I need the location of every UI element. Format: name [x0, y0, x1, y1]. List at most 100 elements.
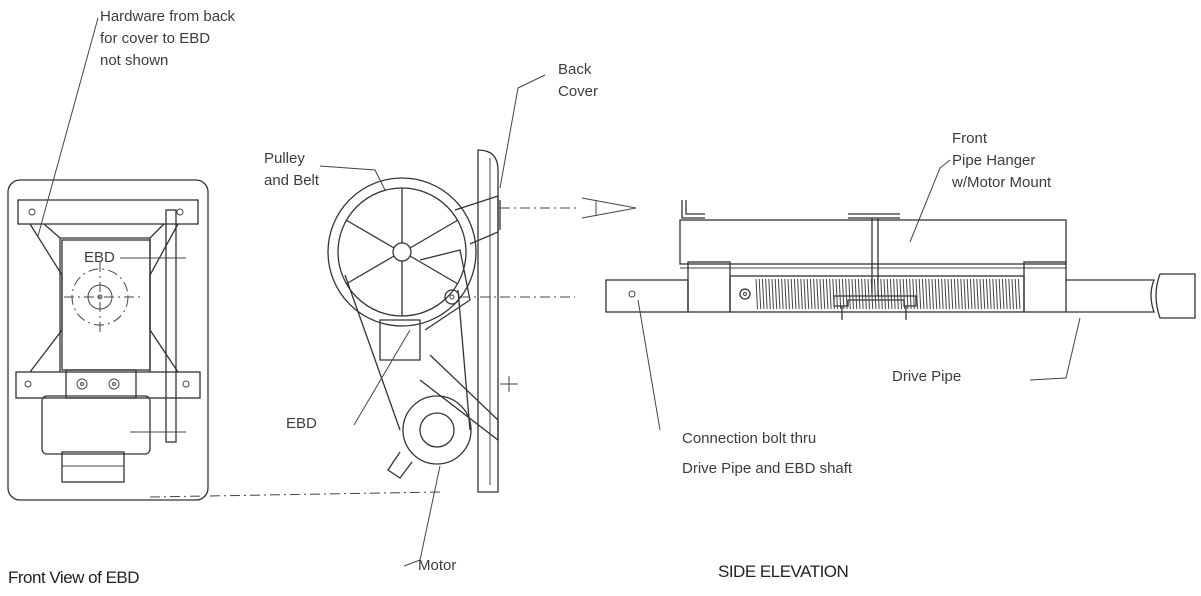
- spring-coil: [921, 278, 925, 310]
- front-hanger-label: Front Pipe Hanger w/Motor Mount: [952, 128, 1051, 194]
- spring-coil: [1005, 278, 1008, 310]
- spring-coil: [912, 278, 915, 310]
- pipe-hanger-plate: [679, 219, 1067, 265]
- side-elevation-drawing: [605, 159, 1196, 431]
- mechanism-side-drawing: [319, 74, 637, 567]
- spring-coil: [1011, 278, 1014, 310]
- spring-coil: [998, 278, 1002, 310]
- spring-coil: [889, 278, 893, 310]
- spring-coil: [905, 278, 909, 310]
- pulley-belt-line-2: and Belt: [264, 172, 320, 189]
- spring-coil: [864, 278, 867, 310]
- hardware-note: Hardware from back for cover to EBD not …: [100, 6, 235, 72]
- drive-pipe: [1066, 279, 1155, 313]
- spring-coil: [1008, 278, 1011, 310]
- spring-coil: [797, 278, 800, 310]
- spring-coil: [854, 278, 858, 310]
- spring-coil: [883, 278, 886, 310]
- i-beam: [848, 213, 900, 296]
- spring-coil: [918, 278, 922, 310]
- spring-coil: [755, 278, 758, 310]
- spring-coil: [989, 278, 992, 310]
- spring-coil: [761, 278, 765, 310]
- spring-coil: [790, 278, 794, 310]
- spring-coil: [851, 278, 854, 310]
- spring-coil: [873, 278, 877, 310]
- spring-coil: [813, 278, 816, 310]
- spring-coil: [957, 278, 960, 310]
- front-view-drawing: [7, 17, 209, 501]
- spring-coil: [979, 278, 982, 310]
- spring-coil: [800, 278, 803, 310]
- spring-coil: [969, 278, 973, 310]
- spring-coil: [845, 278, 848, 310]
- side-motor: [402, 395, 472, 465]
- spring-coil: [819, 278, 822, 310]
- spring-coil: [835, 278, 838, 310]
- spring-coil: [841, 278, 845, 310]
- back-cover-label: Back Cover: [558, 59, 598, 103]
- spring-coil: [867, 278, 870, 310]
- front-motor: [41, 395, 151, 455]
- pulley-belt-label: Pulley and Belt: [264, 148, 319, 192]
- spring-coil: [934, 278, 938, 310]
- spring-coil: [774, 278, 778, 310]
- pulley-belt-line-1: Pulley: [264, 150, 305, 167]
- connection-bolt-label: Connection bolt thru Drive Pipe and EBD …: [682, 424, 852, 484]
- spring-coil: [953, 278, 957, 310]
- spring-coil: [822, 278, 826, 310]
- spring-coil: [950, 278, 954, 310]
- front-hanger-line-2: Pipe Hanger: [952, 152, 1036, 169]
- spring-coil: [793, 278, 797, 310]
- top-bracket: [17, 199, 199, 225]
- front-hanger-line-3: w/Motor Mount: [952, 174, 1052, 191]
- spring-coil: [925, 278, 928, 310]
- ebd-side-label: EBD: [286, 415, 317, 432]
- spring-coil: [915, 278, 918, 310]
- spring-coil: [880, 278, 883, 310]
- spring-coil: [829, 278, 832, 310]
- side-elevation-title: SIDE ELEVATION: [718, 562, 849, 581]
- spring-coil: [777, 278, 781, 310]
- spring-coil: [1001, 278, 1005, 310]
- spring-coil: [944, 278, 947, 310]
- ebd-front-label: EBD: [84, 249, 115, 266]
- spring-coil: [941, 278, 944, 310]
- spring-coil: [816, 278, 819, 310]
- spring-coil: [848, 278, 851, 310]
- spring-coil: [963, 278, 966, 310]
- hardware-note-line-2: for cover to EBD: [100, 30, 211, 47]
- spring-coil: [966, 278, 970, 310]
- spring-coil: [928, 278, 931, 310]
- spring-coil: [973, 278, 976, 310]
- motor-foot: [61, 451, 125, 483]
- spring-coil: [909, 278, 912, 310]
- spring-coil: [995, 278, 998, 310]
- front-hanger-line-1: Front: [952, 130, 988, 147]
- ebd-shaft-stub: [605, 279, 689, 313]
- spring-coil: [985, 278, 989, 310]
- hardware-note-line-3: not shown: [100, 52, 169, 69]
- front-plate: [7, 179, 209, 501]
- spring-coil: [803, 278, 806, 310]
- connection-bolt-line-2: Drive Pipe and EBD shaft: [682, 460, 853, 477]
- spring-coil: [893, 278, 896, 310]
- spring-coil: [960, 278, 963, 310]
- spring-coil: [896, 278, 899, 310]
- spring-coil: [1014, 278, 1018, 310]
- spring-coil: [899, 278, 902, 310]
- connection-bolt-line-1: Connection bolt thru: [682, 430, 817, 447]
- spring-coil: [947, 278, 950, 310]
- spring-coil: [857, 278, 861, 310]
- spring-coil: [809, 278, 813, 310]
- back-cover-line-2: Cover: [558, 83, 599, 100]
- spring-coil: [861, 278, 864, 310]
- spring-coil: [982, 278, 986, 310]
- back-cover-line-1: Back: [558, 61, 592, 78]
- vertical-arm: [165, 209, 177, 443]
- spring-coil: [771, 278, 774, 310]
- spring-coil: [931, 278, 934, 310]
- spring-coil: [784, 278, 787, 310]
